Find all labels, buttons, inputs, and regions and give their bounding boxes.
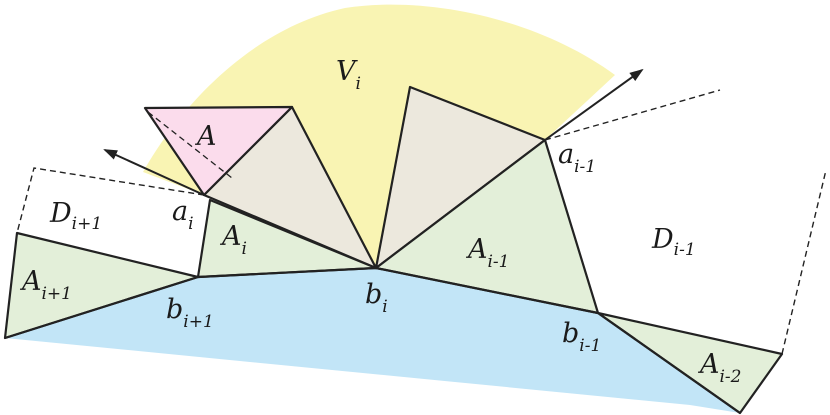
label-a-prev-triangle: Ai-1 (465, 234, 510, 272)
label-a-i-point: ai (172, 196, 194, 234)
dashed-ray-right (544, 89, 721, 141)
arrow-right (544, 68, 644, 141)
label-a-prev2-triangle: Ai-2 (697, 349, 742, 387)
triangle-a-dashed-line (147, 111, 233, 179)
label-a: A (194, 121, 217, 152)
label-d-next: Di+1 (49, 198, 102, 234)
label-a-next-triangle: Ai+1 (19, 266, 72, 304)
region-blue (5, 268, 740, 413)
label-b-prev: bi-1 (562, 318, 601, 356)
label-a-i-triangle: Ai (219, 221, 247, 259)
lower-chain (4, 266, 741, 414)
label-b-i: bi (365, 279, 388, 317)
label-v-i: Vi (336, 56, 361, 94)
arrow-left (103, 149, 205, 196)
dashed-boundary-right (781, 169, 827, 355)
triangle-a (143, 105, 294, 197)
label-a-prev-point: ai-1 (558, 139, 596, 177)
dashed-boundary-left (16, 167, 205, 234)
label-d-prev: Di-1 (651, 224, 696, 260)
label-b-next: bi+1 (166, 294, 214, 332)
